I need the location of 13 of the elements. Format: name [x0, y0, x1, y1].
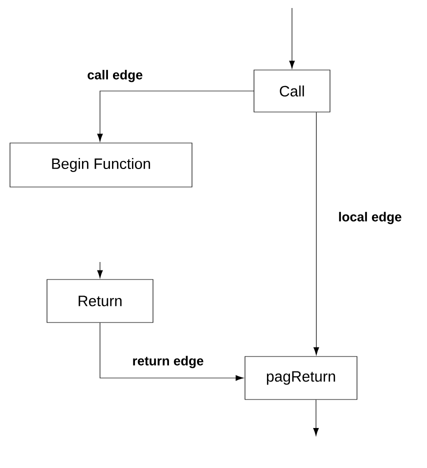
process-box: Call — [254, 70, 330, 112]
process-box: Begin Function — [10, 142, 192, 188]
edge-label: return edge — [131, 354, 205, 370]
arrow — [313, 400, 319, 436]
edge-label: local edge — [337, 210, 403, 226]
arrow — [100, 322, 244, 381]
edge-label: call edge — [86, 68, 144, 84]
arrow — [97, 262, 103, 278]
arrow — [314, 112, 320, 356]
arrow — [289, 8, 295, 69]
arrow — [97, 90, 254, 142]
process-box: Return — [46, 279, 154, 323]
process-box: pagReturn — [244, 356, 358, 400]
